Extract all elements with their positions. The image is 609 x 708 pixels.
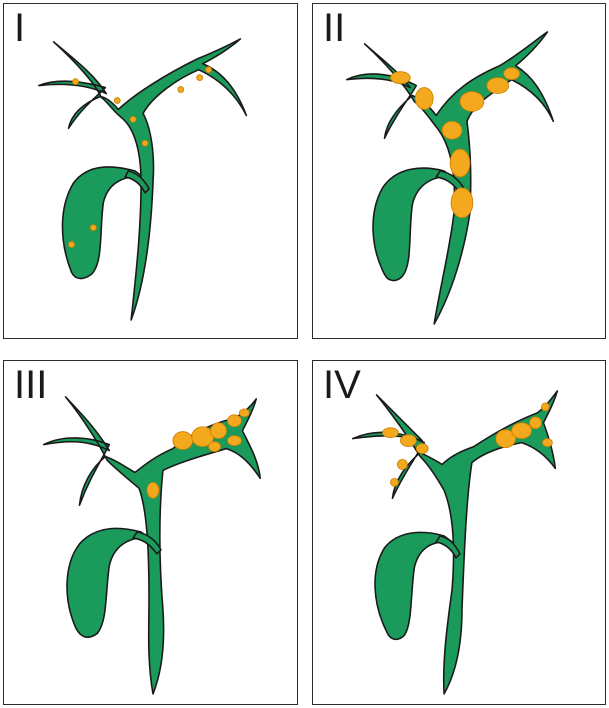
gallbladder <box>373 168 452 280</box>
panel-type-3: III <box>3 360 298 705</box>
biliary-tree-diagram <box>4 361 297 704</box>
panel-type-4: IV <box>312 360 606 705</box>
panel-type-2: II <box>312 3 606 339</box>
gallbladder <box>375 532 452 639</box>
gallbladder <box>62 167 143 279</box>
biliary-tree-diagram <box>4 4 297 338</box>
biliary-tree-diagram <box>313 361 605 704</box>
panel-type-1: I <box>3 3 298 339</box>
biliary-tree-diagram <box>313 4 605 338</box>
gallbladder <box>67 528 149 637</box>
